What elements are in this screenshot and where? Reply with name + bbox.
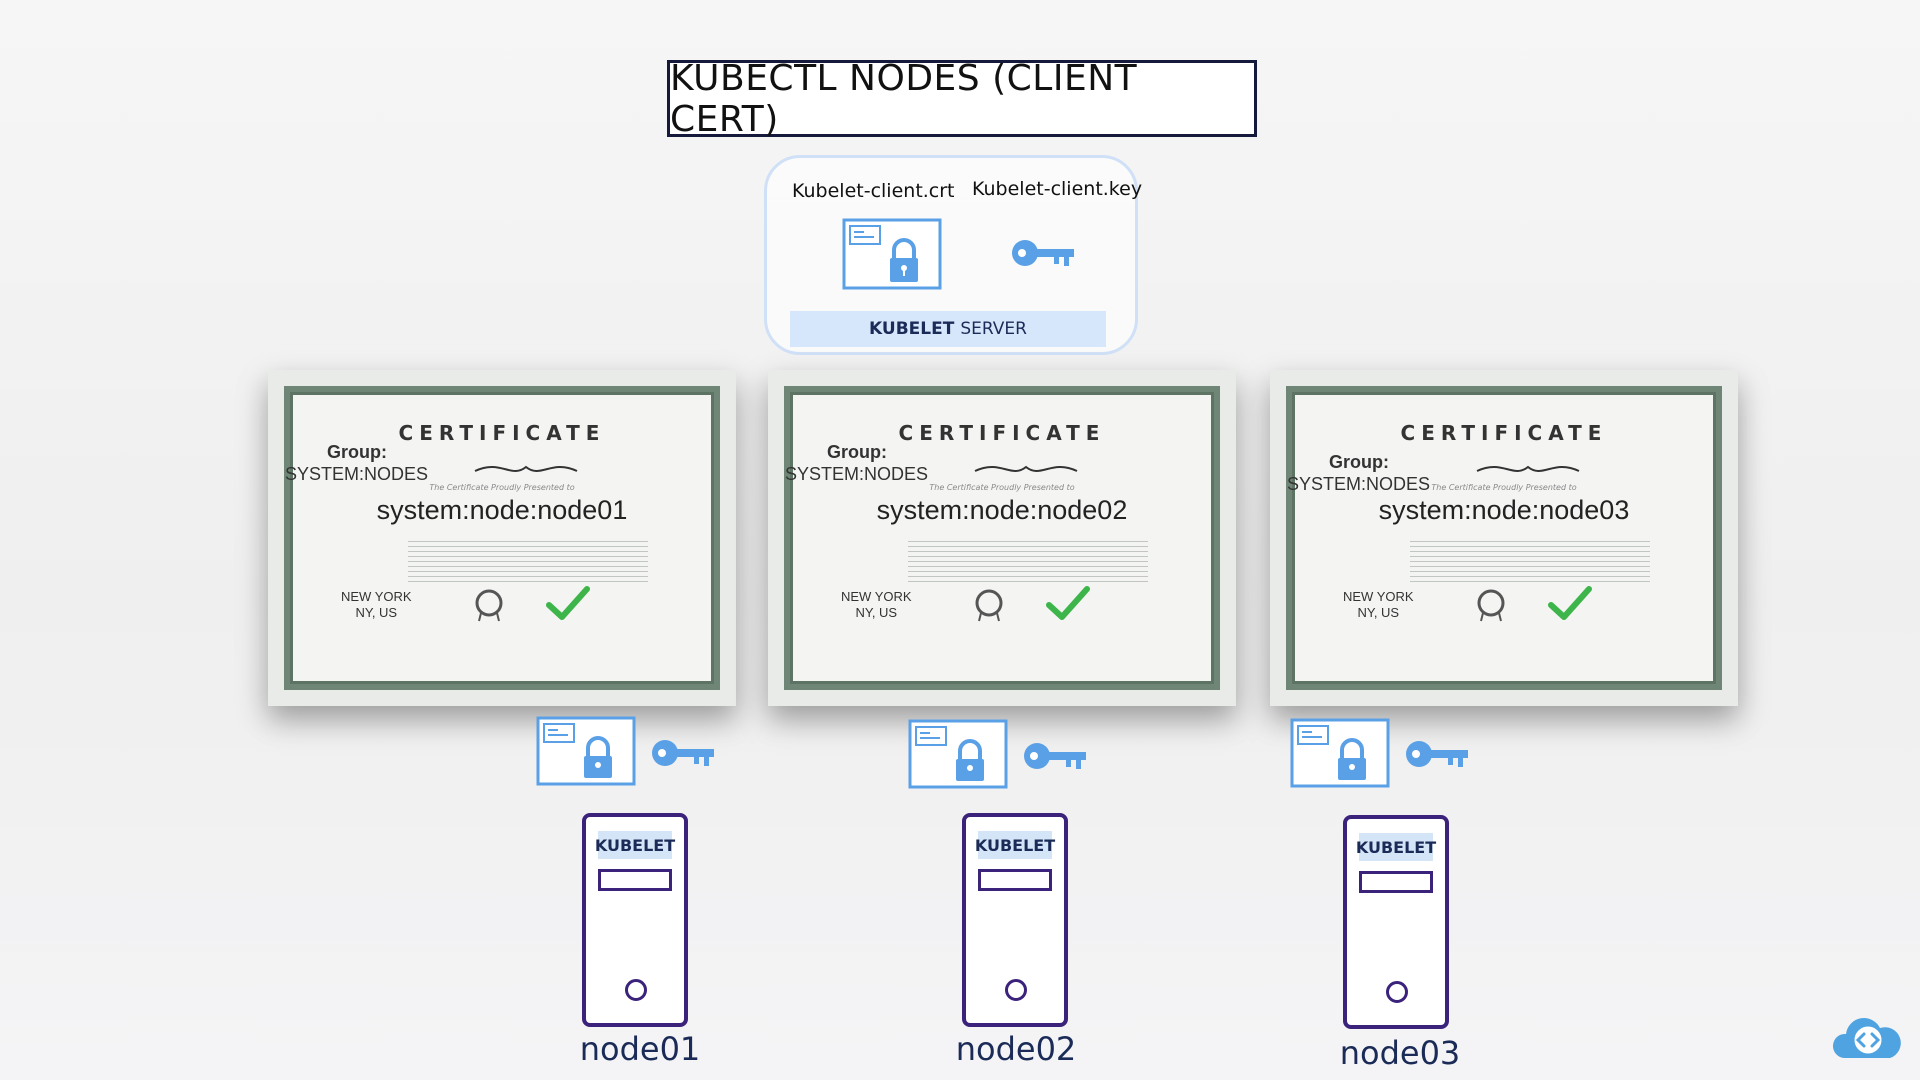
certificate-heading: CERTIFICATE — [898, 421, 1106, 445]
code-cloud-icon[interactable] — [1830, 1018, 1904, 1062]
slide-title: KUBECTL NODES (CLIENT CERT) — [667, 57, 1257, 140]
flourish-icon — [974, 465, 1078, 472]
certificate-node03: CERTIFICATE Group: SYSTEM:NODES The Cert… — [1270, 370, 1738, 706]
slide-title-text: KUBECTL NODES (CLIENT CERT) — [670, 57, 1138, 140]
group-label: Group: — [827, 442, 887, 462]
key-icon — [652, 740, 714, 766]
location-region: NY, US — [855, 605, 898, 620]
certificate-subject: system:node:node03 — [1378, 495, 1630, 525]
kubelet-server-label: KUBELET SERVER — [790, 311, 1106, 347]
seal-icon — [1477, 589, 1505, 622]
certificate-subject: system:node:node02 — [876, 495, 1128, 525]
certificate-heading: CERTIFICATE — [1400, 421, 1608, 445]
certificate-body: CERTIFICATE Group: SYSTEM:NODES The Cert… — [1287, 392, 1716, 684]
location-city: NEW YORK — [341, 589, 412, 604]
certificate-lock-icon — [1290, 718, 1390, 788]
key-icon — [1012, 240, 1074, 266]
key-icon — [1024, 743, 1086, 769]
node-name: node01 — [579, 1030, 701, 1068]
certificate-location: NEW YORK NY, US — [1343, 589, 1414, 621]
certificate-lock-icon — [908, 719, 1008, 789]
kubelet-server-node02: KUBELET — [962, 813, 1068, 1027]
group-label: Group: — [327, 442, 387, 462]
certificate-location: NEW YORK NY, US — [841, 589, 912, 621]
certificate-subject: system:node:node01 — [376, 495, 628, 525]
certificate-heading: CERTIFICATE — [398, 421, 606, 445]
checkmark-icon — [1548, 586, 1592, 620]
checkmark-icon — [1046, 586, 1090, 620]
presented-text: The Certificate Proudly Presented to — [929, 483, 1075, 492]
fine-print — [908, 541, 1148, 583]
certificate-lock-icon — [536, 716, 636, 786]
group-label: Group: — [1329, 452, 1389, 472]
certificate-location: NEW YORK NY, US — [341, 589, 412, 621]
fine-print — [1410, 541, 1650, 583]
location-city: NEW YORK — [841, 589, 912, 604]
flourish-icon — [474, 465, 578, 472]
key-file-label: Kubelet-client.key — [972, 178, 1143, 200]
location-city: NEW YORK — [1343, 589, 1414, 604]
crt-file-label: Kubelet-client.crt — [792, 180, 955, 202]
presented-text: The Certificate Proudly Presented to — [429, 483, 575, 492]
group-value: SYSTEM:NODES — [785, 464, 929, 484]
seal-icon — [475, 589, 503, 622]
kubelet-server-label-bold: KUBELET — [869, 319, 955, 339]
drive-slot — [1359, 871, 1433, 893]
power-led — [1386, 981, 1408, 1003]
location-region: NY, US — [1357, 605, 1400, 620]
certificate-body: CERTIFICATE Group: SYSTEM:NODES The Cert… — [785, 392, 1214, 684]
kubelet-tag: KUBELET — [595, 831, 675, 859]
location-region: NY, US — [355, 605, 398, 620]
certificate-group: Group: SYSTEM:NODES — [785, 441, 928, 485]
certificate-group: Group: SYSTEM:NODES — [1287, 451, 1430, 495]
power-led — [1005, 979, 1027, 1001]
kubelet-server-label-rest: SERVER — [960, 319, 1027, 339]
certificate-node02: CERTIFICATE Group: SYSTEM:NODES The Cert… — [768, 370, 1236, 706]
certificate-node01: CERTIFICATE Group: SYSTEM:NODES The Cert… — [268, 370, 736, 706]
key-icon — [1406, 741, 1468, 767]
drive-slot — [598, 869, 672, 891]
fine-print — [408, 541, 648, 583]
node-name: node03 — [1339, 1034, 1461, 1072]
kubelet-tag: KUBELET — [975, 831, 1055, 859]
node-name: node02 — [955, 1030, 1077, 1068]
drive-slot — [978, 869, 1052, 891]
seal-icon — [975, 589, 1003, 622]
kubelet-server-node03: KUBELET — [1343, 815, 1449, 1029]
certificate-body: CERTIFICATE Group: SYSTEM:NODES The Cert… — [285, 392, 714, 684]
group-value: SYSTEM:NODES — [1287, 474, 1431, 494]
kubelet-server-node01: KUBELET — [582, 813, 688, 1027]
flourish-icon — [1476, 465, 1580, 472]
group-value: SYSTEM:NODES — [285, 464, 429, 484]
certificate-lock-icon — [842, 218, 942, 290]
power-led — [625, 979, 647, 1001]
presented-text: The Certificate Proudly Presented to — [1431, 483, 1577, 492]
certificate-group: Group: SYSTEM:NODES — [285, 441, 428, 485]
kubelet-tag: KUBELET — [1356, 833, 1436, 861]
checkmark-icon — [546, 586, 590, 620]
